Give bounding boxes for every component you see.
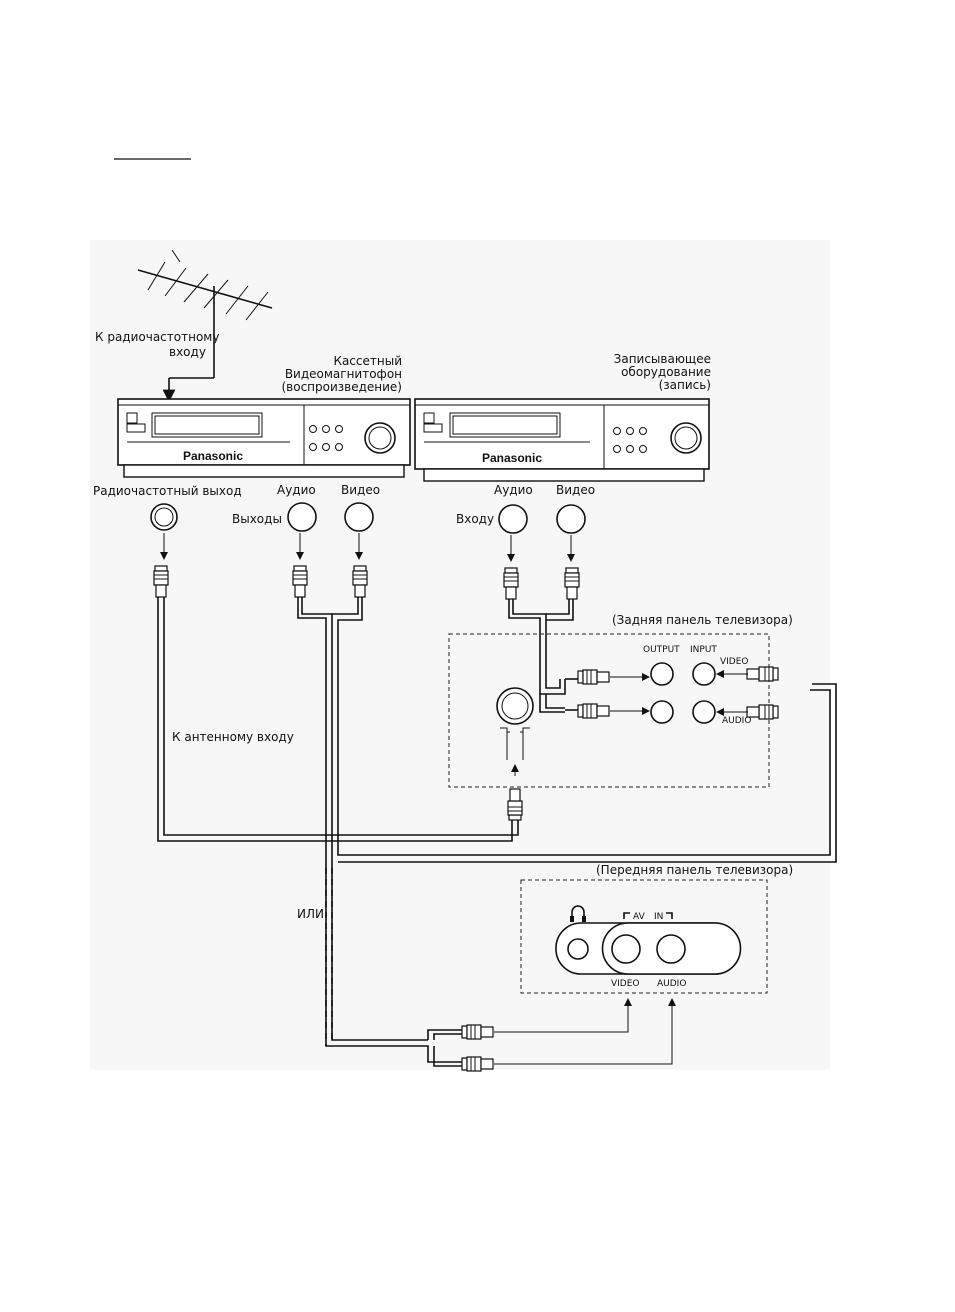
vcr-play-label-3: (воспроизведение) xyxy=(281,380,402,394)
recorder-label-1: Записывающее xyxy=(614,352,711,366)
rf-plug xyxy=(153,565,169,598)
tv-front-panel xyxy=(520,879,768,994)
vcr-audio-plug xyxy=(292,565,308,598)
rf-output-jack-inner xyxy=(154,507,174,527)
outputs-label: Выходы xyxy=(232,512,282,526)
vcr-audio-out-jack xyxy=(287,502,317,532)
rec-video-label: Видео xyxy=(556,483,595,497)
rec-audio-plug xyxy=(503,567,519,600)
rf-input-label-2: входу xyxy=(169,345,206,359)
vcr-brand-label: Panasonic xyxy=(183,449,243,463)
input-label: INPUT xyxy=(690,645,717,655)
tv-front-label: (Передняя панель телевизора) xyxy=(596,863,793,877)
rec-video-plug xyxy=(564,567,580,600)
vcr-video-out-jack xyxy=(344,502,374,532)
or-label: ИЛИ xyxy=(297,907,324,921)
rf-input-label-1: К радиочастотному xyxy=(95,330,219,344)
recorder-label-2: оборудование xyxy=(621,365,711,379)
front-audio-label: AUDIO xyxy=(657,979,686,989)
rear-output-audio-jack xyxy=(650,700,674,724)
vcr-play-label-2: Видеомагнитофон xyxy=(285,367,402,381)
rec-audio-label: Аудио xyxy=(494,483,533,497)
inputs-label: Входу xyxy=(456,512,494,526)
rear-plug-2 xyxy=(577,703,610,719)
front-plug-audio xyxy=(461,1056,494,1072)
rf-output-label: Радиочастотный выход xyxy=(93,484,242,498)
antenna-icon xyxy=(137,249,273,403)
front-video-label: VIDEO xyxy=(611,979,640,989)
vcr-play-label-1: Кассетный xyxy=(333,354,402,368)
front-jack-panel xyxy=(555,922,742,975)
front-audio-arrow xyxy=(494,998,676,1065)
antenna-input-label: К антенному входу xyxy=(172,730,294,744)
vcr-playback-unit: Panasonic xyxy=(117,398,411,478)
in-label: IN xyxy=(654,912,663,922)
rf-cable xyxy=(157,597,519,842)
av-label: AV xyxy=(633,912,646,922)
av-bracket-left xyxy=(623,912,630,919)
vcr-video-label: Видео xyxy=(341,483,380,497)
rear-audio-label: AUDIO xyxy=(722,716,751,726)
output-label: OUTPUT xyxy=(643,645,680,655)
rear-input-video-jack xyxy=(692,662,716,686)
headphones-icon xyxy=(570,905,586,922)
rear-output-video-jack xyxy=(650,662,674,686)
recorder-unit: Panasonic xyxy=(414,398,710,482)
recorder-input-cable xyxy=(508,599,578,713)
vcr-video-plug xyxy=(352,565,368,598)
rear-plug-1 xyxy=(577,669,610,685)
rear-input-audio-jack xyxy=(692,700,716,724)
rear-video-label: VIDEO xyxy=(720,657,749,667)
antenna-socket xyxy=(496,687,534,760)
front-video-arrow xyxy=(494,998,632,1033)
antenna-plug xyxy=(507,788,523,821)
recorder-label-3: (запись) xyxy=(659,378,711,392)
vcr-audio-label: Аудио xyxy=(277,483,316,497)
in-bracket-right xyxy=(666,912,673,919)
front-plug-video xyxy=(461,1024,494,1040)
rec-video-in-jack xyxy=(556,504,586,534)
tv-rear-panel xyxy=(448,633,770,788)
recorder-brand-label: Panasonic xyxy=(482,451,542,465)
tv-rear-label: (Задняя панель телевизора) xyxy=(612,613,793,627)
rec-audio-in-jack xyxy=(498,504,528,534)
